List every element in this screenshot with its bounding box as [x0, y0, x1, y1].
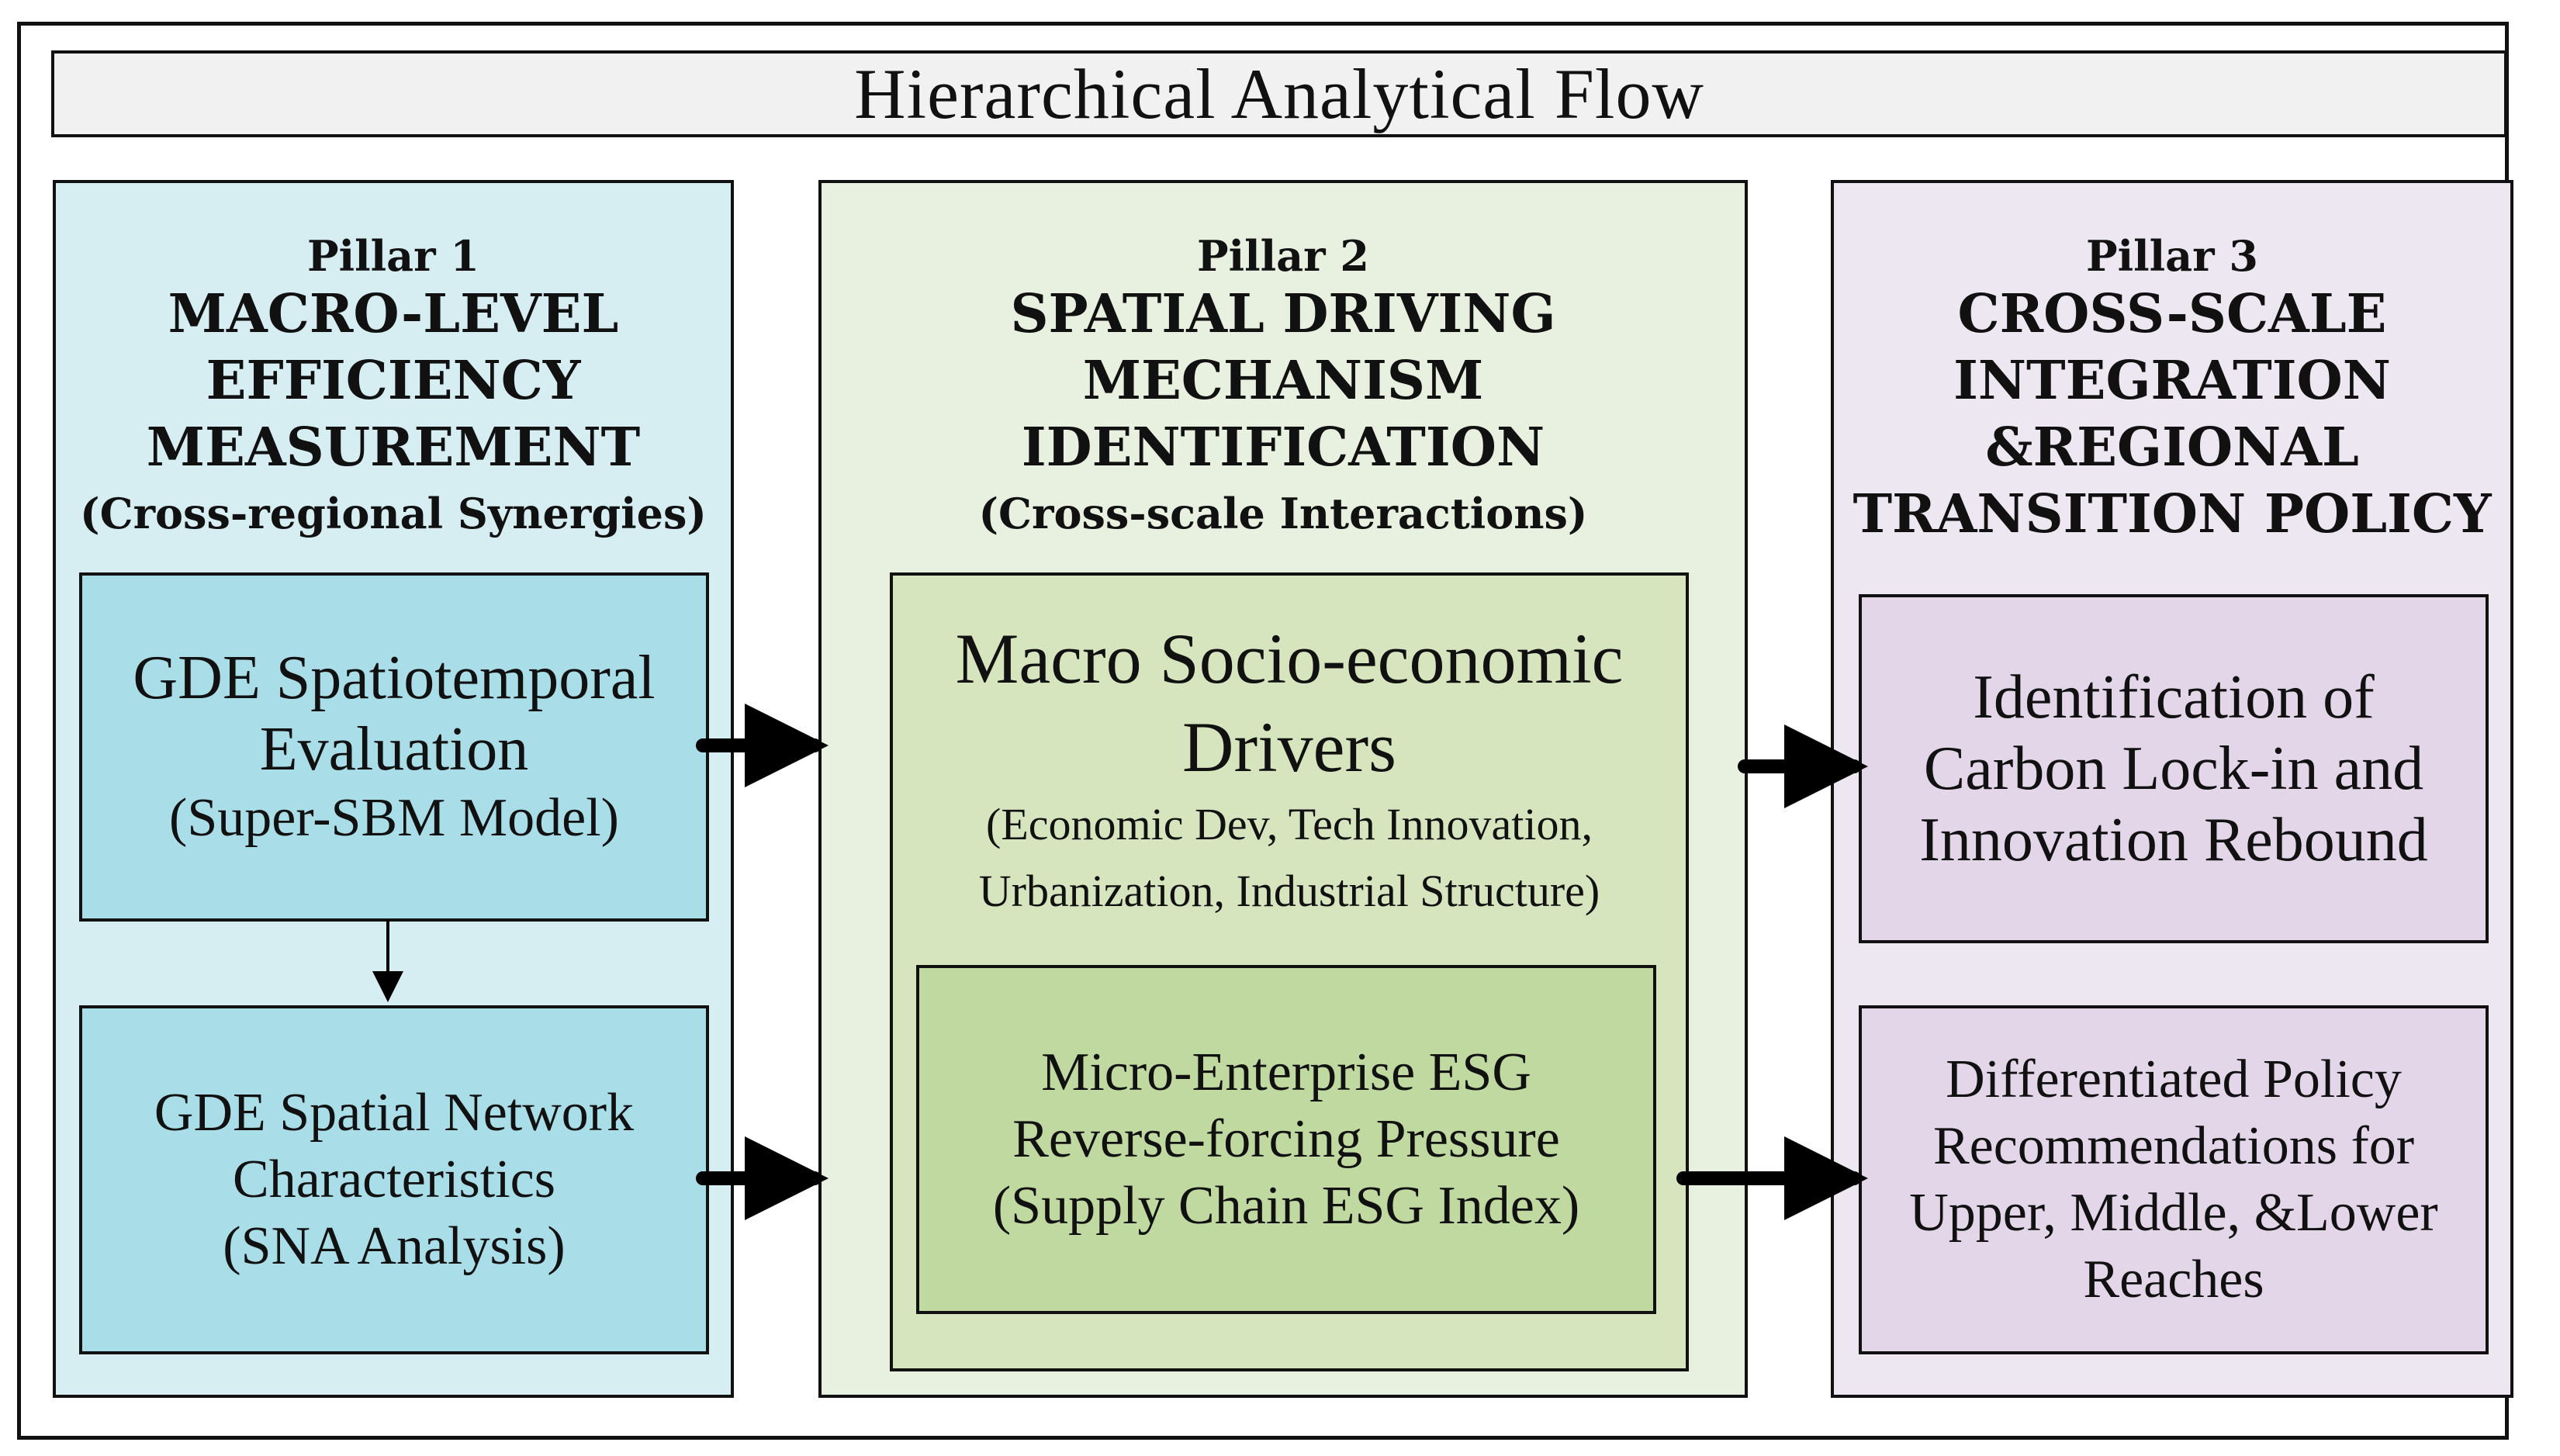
box-note: Urbanization, Industrial Structure): [978, 866, 1600, 916]
box-line: (Supply Chain ESG Index): [992, 1176, 1580, 1236]
box-note: (SNA Analysis): [223, 1216, 566, 1276]
box-line: Reverse-forcing Pressure: [1012, 1109, 1560, 1169]
pillar-1-title-line-1: MACRO-LEVEL: [168, 283, 619, 345]
carbon-lockin-box: Identification of Carbon Lock-in and Inn…: [1859, 594, 2489, 943]
box-line: Evaluation: [259, 715, 529, 783]
pillar-1-title-line-2: EFFICIENCY: [206, 350, 581, 412]
gde-spatiotemporal-box: GDE Spatiotemporal Evaluation (Super-SBM…: [79, 572, 709, 922]
box-line: GDE Spatial Network: [154, 1083, 635, 1143]
diagram-title: Hierarchical Analytical Flow: [854, 54, 1704, 133]
box-line: Characteristics: [233, 1150, 555, 1209]
esg-pressure-box: Micro-Enterprise ESG Reverse-forcing Pre…: [916, 965, 1656, 1314]
pillar-1-panel: Pillar 1 MACRO-LEVEL EFFICIENCY MEASUREM…: [53, 180, 734, 1398]
pillar-3-title-line-1: CROSS-SCALE: [1957, 283, 2387, 345]
box-line: Reaches: [2083, 1250, 2264, 1309]
box-line: Drivers: [1182, 707, 1396, 787]
pillar-3-header: Pillar 3 CROSS-SCALE INTEGRATION &REGION…: [1834, 231, 2510, 548]
pillar-1-title-line-3: MEASUREMENT: [146, 417, 641, 479]
pillar-1-number: Pillar 1: [307, 231, 479, 281]
pillar-3-number: Pillar 3: [2086, 231, 2258, 281]
box-line: Identification of: [1973, 663, 2375, 731]
box-line: GDE Spatiotemporal: [133, 644, 656, 712]
box-line: Innovation Rebound: [1919, 806, 2428, 874]
box-note: (Economic Dev, Tech Innovation,: [986, 799, 1593, 849]
box-line: Recommendations for: [1932, 1116, 2415, 1176]
box-line: Differentiated Policy: [1946, 1050, 2402, 1109]
pillar-2-number: Pillar 2: [1197, 231, 1369, 281]
pillar-3-title-line-2: INTEGRATION: [1953, 350, 2391, 412]
pillar-2-title-line-3: IDENTIFICATION: [1021, 417, 1545, 479]
policy-recommendations-box: Differentiated Policy Recommendations fo…: [1859, 1005, 2489, 1354]
pillar-2-header: Pillar 2 SPATIAL DRIVING MECHANISM IDENT…: [822, 231, 1745, 538]
pillar-2-title-line-2: MECHANISM: [1082, 350, 1484, 412]
box-line: Upper, Middle, &Lower: [1909, 1183, 2438, 1243]
box-line: Macro Socio-economic: [955, 619, 1624, 698]
box-line: Micro-Enterprise ESG: [1041, 1043, 1531, 1102]
pillar-3-panel: Pillar 3 CROSS-SCALE INTEGRATION &REGION…: [1831, 180, 2513, 1398]
pillar-3-title-line-4: TRANSITION POLICY: [1853, 483, 2492, 545]
pillar-2-panel: Pillar 2 SPATIAL DRIVING MECHANISM IDENT…: [818, 180, 1748, 1398]
diagram-title-bar: Hierarchical Analytical Flow: [51, 50, 2507, 137]
pillar-2-subtitle: (Cross-scale Interactions): [978, 489, 1588, 538]
pillar-2-title-line-1: SPATIAL DRIVING: [1010, 283, 1556, 345]
pillar-1-header: Pillar 1 MACRO-LEVEL EFFICIENCY MEASUREM…: [56, 231, 731, 538]
box-note: (Super-SBM Model): [169, 788, 619, 848]
pillar-3-title-line-3: &REGIONAL: [1985, 417, 2359, 479]
pillar-1-subtitle: (Cross-regional Synergies): [80, 489, 707, 538]
box-line: Carbon Lock-in and: [1923, 735, 2424, 803]
